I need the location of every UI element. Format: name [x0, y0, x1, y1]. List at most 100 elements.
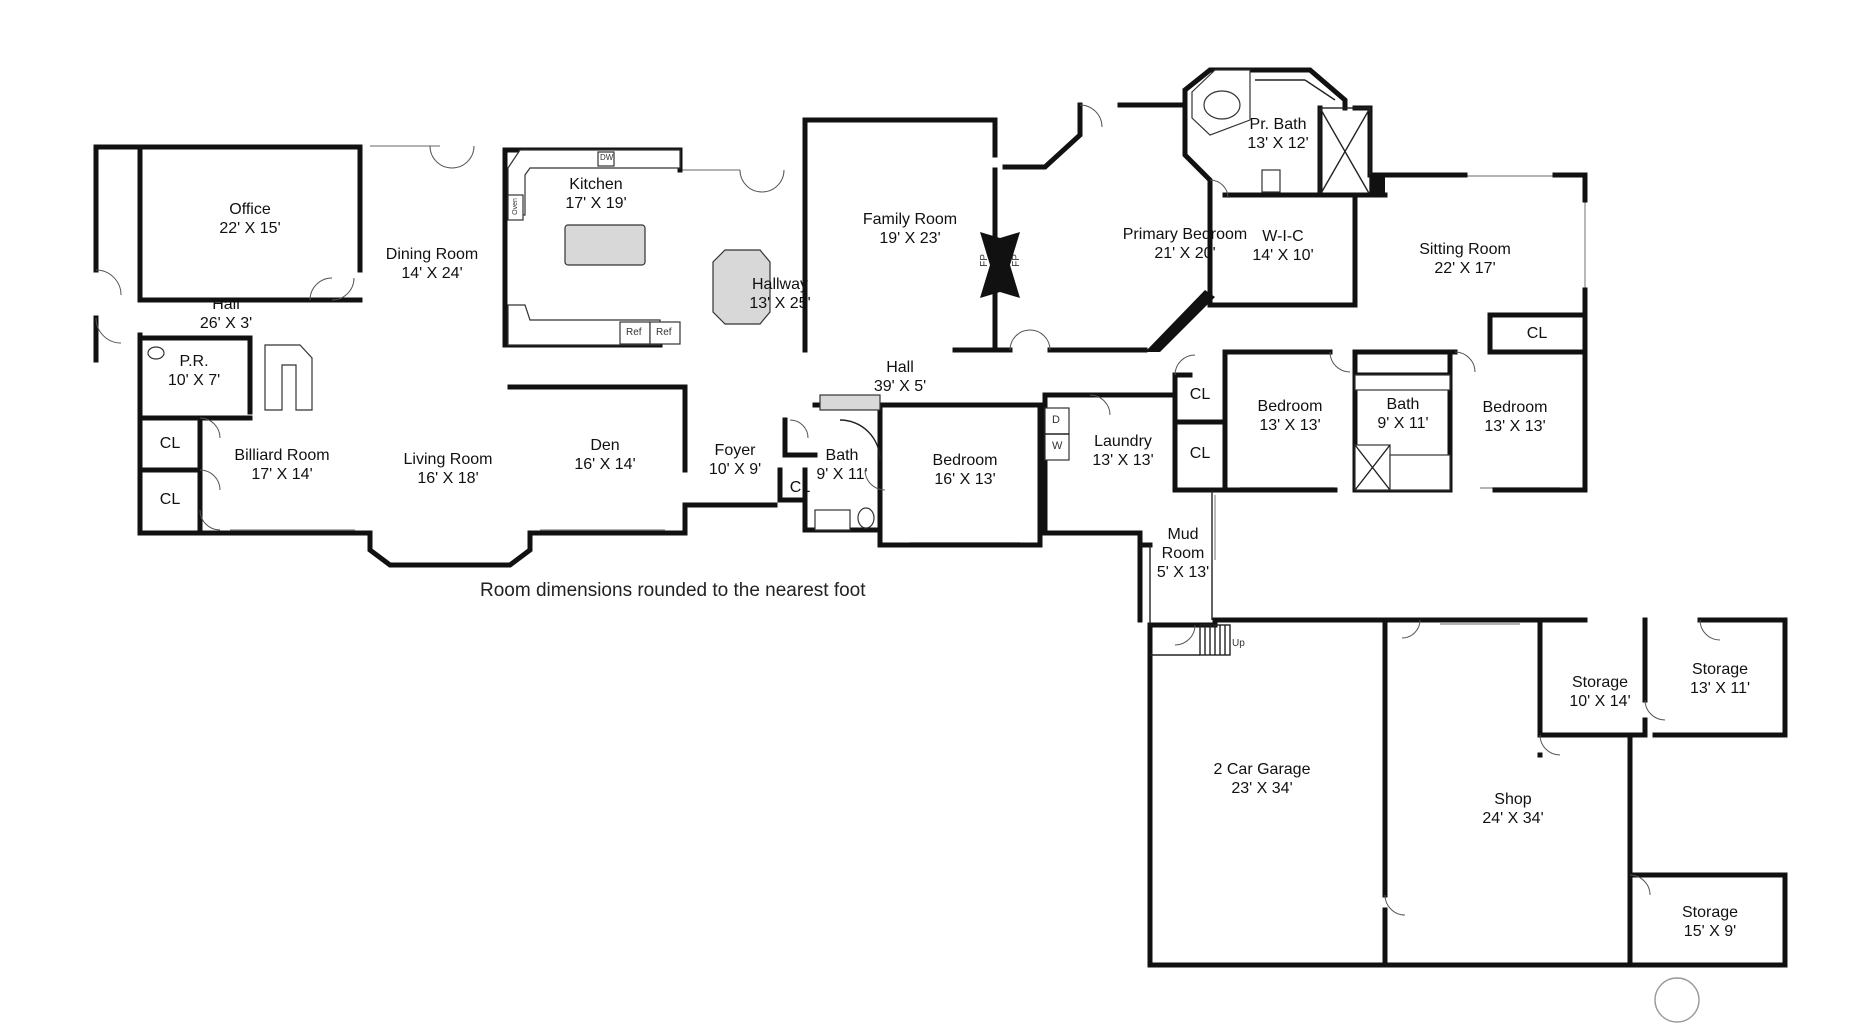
- closet-label: CL: [1189, 386, 1211, 403]
- pr-counter: [264, 344, 313, 411]
- room-dims: 10' X 9': [708, 461, 762, 478]
- room-dims: 14' X 24': [401, 265, 463, 282]
- room-dims: 15' X 9': [1683, 923, 1737, 940]
- doors: [95, 104, 1721, 1023]
- fireplace-tag: FP: [1010, 254, 1022, 267]
- fridge-b: [649, 321, 681, 345]
- room-bedroom-c: Bedroom 13' X 13': [1483, 398, 1548, 436]
- room-storage-a: Storage 10' X 14': [1569, 673, 1630, 711]
- room-dims: 17' X 19': [565, 195, 627, 212]
- pr-toilet: [147, 346, 165, 360]
- room-dims: 5' X 13': [1156, 564, 1210, 581]
- room-mud: Mud Room 5' X 13': [1153, 525, 1213, 582]
- room-name: Sitting Room: [1419, 241, 1511, 258]
- room-name: Den: [590, 437, 620, 454]
- room-name: Shop: [1494, 791, 1532, 808]
- room-dims: 16' X 13': [934, 471, 996, 488]
- oven-tag: Oven: [511, 198, 519, 215]
- fixtures: [147, 69, 1451, 531]
- room-dims: 13' X 11': [1689, 680, 1751, 697]
- room-dims: 39' X 5': [873, 378, 927, 395]
- room-name: Pr. Bath: [1249, 116, 1307, 133]
- room-dims: 10' X 7': [167, 372, 221, 389]
- fireplace-tag: FP: [978, 254, 990, 267]
- room-dims: 13' X 25': [749, 295, 811, 312]
- room-hallway: Hallway 13' X 25': [749, 275, 810, 313]
- room-storage-c: Storage 15' X 9': [1682, 903, 1738, 941]
- room-name: Billiard Room: [234, 447, 330, 464]
- closet-label: CL: [789, 479, 811, 496]
- room-name: Bedroom: [1482, 399, 1548, 416]
- room-name: Mud Room: [1161, 526, 1205, 562]
- room-name: Living Room: [403, 451, 493, 468]
- room-name: P.R.: [179, 353, 209, 370]
- exterior-walls: [93, 67, 1588, 623]
- room-primary-bedroom: Primary Bedroom 21' X 20': [1123, 225, 1247, 263]
- room-name: Laundry: [1094, 433, 1152, 450]
- room-dims: 19' X 23': [879, 230, 941, 247]
- room-billiard: Billiard Room 17' X 14': [234, 446, 329, 484]
- room-dims: 10' X 14': [1569, 693, 1631, 710]
- room-bedroom-a: Bedroom 16' X 13': [933, 451, 998, 489]
- room-dims: 13' X 13': [1259, 417, 1321, 434]
- room-name: Family Room: [862, 211, 958, 228]
- fridge-tag: Ref: [626, 327, 642, 338]
- room-dims: 22' X 15': [219, 220, 281, 237]
- dishwasher: [597, 151, 615, 167]
- room-bath-b: Bath 9' X 11': [1377, 395, 1428, 433]
- room-sitting: Sitting Room 22' X 17': [1419, 240, 1511, 278]
- room-name: Bedroom: [932, 452, 998, 469]
- room-dims: 9' X 11': [1377, 415, 1429, 432]
- hallway-table: [712, 249, 771, 325]
- kitchen-island: [564, 224, 646, 266]
- room-name: Foyer: [714, 442, 756, 459]
- room-dims: 13' X 13': [1484, 418, 1546, 435]
- room-name: Office: [229, 201, 271, 218]
- oven: [507, 194, 524, 221]
- closet-label: CL: [159, 491, 181, 508]
- room-dims: 16' X 14': [574, 456, 636, 473]
- room-office: Office 22' X 15': [219, 200, 280, 238]
- room-dims: 17' X 14': [251, 466, 313, 483]
- bath-a-vanity: [814, 509, 851, 531]
- room-name: 2 Car Garage: [1213, 761, 1311, 778]
- room-kitchen: Kitchen 17' X 19': [565, 175, 626, 213]
- room-name: Primary Bedroom: [1122, 226, 1248, 243]
- room-name: Kitchen: [569, 176, 623, 193]
- dishwasher-tag: DW: [600, 153, 614, 162]
- room-dims: 21' X 20': [1154, 245, 1216, 262]
- room-dims: 26' X 3': [199, 315, 253, 332]
- room-name: Bath: [1386, 396, 1420, 413]
- room-family: Family Room 19' X 23': [863, 210, 957, 248]
- room-dims: 13' X 12': [1247, 135, 1309, 152]
- room-den: Den 16' X 14': [574, 436, 635, 474]
- closet-label: CL: [159, 435, 181, 452]
- room-dims: 13' X 13': [1092, 452, 1154, 469]
- prbath-toilet: [1261, 169, 1281, 193]
- room-foyer: Foyer 10' X 9': [709, 441, 761, 479]
- room-name: Storage: [1691, 661, 1749, 678]
- room-name: Bath: [825, 447, 859, 464]
- room-pr: P.R. 10' X 7': [168, 352, 220, 390]
- room-name: Storage: [1571, 674, 1629, 691]
- bath-a-toilet: [857, 507, 875, 529]
- room-name: Hallway: [751, 276, 809, 293]
- fireplace: [980, 232, 1020, 298]
- room-dims: 14' X 10': [1252, 247, 1314, 264]
- room-dims: 22' X 17': [1434, 260, 1496, 277]
- room-storage-b: Storage 13' X 11': [1690, 660, 1750, 698]
- stairs-up-tag: Up: [1232, 638, 1245, 649]
- room-laundry: Laundry 13' X 13': [1092, 432, 1153, 470]
- bath-tub: [1389, 454, 1451, 491]
- room-name: Storage: [1681, 904, 1739, 921]
- fridge-tag: Ref: [656, 327, 672, 338]
- dimensions-note: Room dimensions rounded to the nearest f…: [480, 580, 866, 601]
